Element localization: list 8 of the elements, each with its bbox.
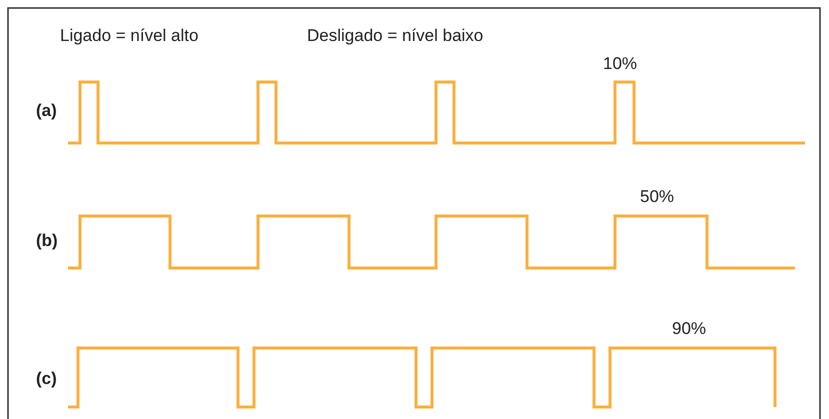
legend-text: Ligado = nível alto — [60, 27, 198, 44]
waveform-label: (a) — [36, 102, 57, 119]
waveform-label: (b) — [36, 232, 58, 249]
duty-cycle-label: 50% — [640, 188, 674, 205]
waveform-label: (c) — [36, 370, 57, 387]
duty-cycle-label: 90% — [672, 320, 706, 337]
legend-text: Desligado = nível baixo — [307, 27, 484, 44]
duty-cycle-label: 10% — [603, 55, 638, 72]
